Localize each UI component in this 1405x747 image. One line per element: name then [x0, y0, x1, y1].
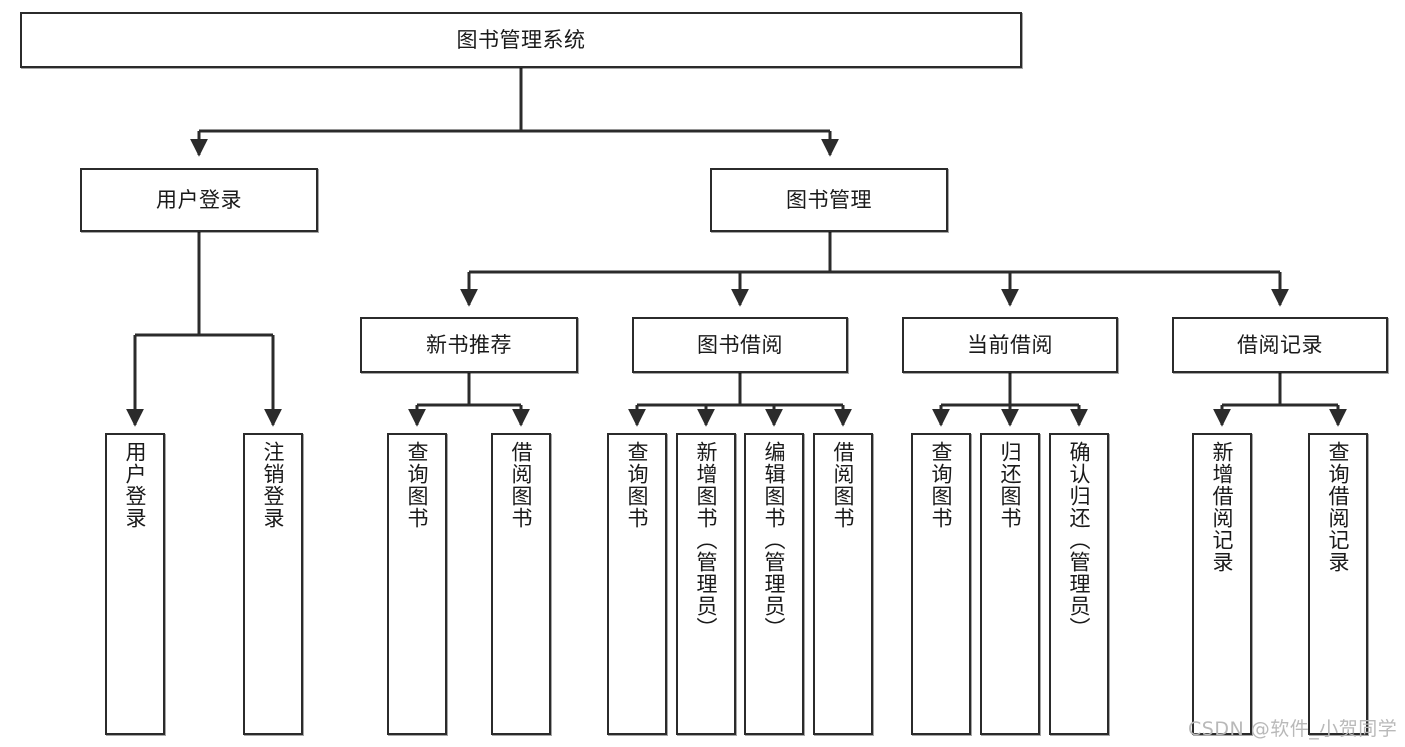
- node-root-system[interactable]: 图书管理系统: [20, 12, 1022, 68]
- node-label: 图书管理: [786, 187, 872, 212]
- leaf-newbook-borrow-book[interactable]: 借阅图书: [491, 433, 551, 735]
- node-label: 用户登录: [156, 187, 242, 212]
- leaf-borrow-borrow-book[interactable]: 借阅图书: [813, 433, 873, 735]
- leaf-logout[interactable]: 注销登录: [243, 433, 303, 735]
- leaf-current-return-book[interactable]: 归还图书: [980, 433, 1040, 735]
- node-label: 新增图书（管理员）: [694, 441, 719, 639]
- leaf-user-login[interactable]: 用户登录: [105, 433, 165, 735]
- node-label: 当前借阅: [967, 332, 1053, 357]
- leaf-borrow-edit-book-admin[interactable]: 编辑图书（管理员）: [744, 433, 804, 735]
- leaf-current-confirm-return-admin[interactable]: 确认归还（管理员）: [1049, 433, 1109, 735]
- watermark: CSDN @软件_小贺同学: [1188, 718, 1398, 740]
- node-label: 归还图书: [998, 441, 1023, 529]
- node-book-borrow[interactable]: 图书借阅: [632, 317, 848, 373]
- node-new-book-recommend[interactable]: 新书推荐: [360, 317, 578, 373]
- node-label: 新书推荐: [426, 332, 512, 357]
- node-label: 查询图书: [625, 441, 650, 529]
- node-label: 图书借阅: [697, 332, 783, 357]
- node-label: 新增借阅记录: [1210, 441, 1235, 573]
- leaf-newbook-query-book[interactable]: 查询图书: [387, 433, 447, 735]
- node-borrow-records[interactable]: 借阅记录: [1172, 317, 1388, 373]
- node-label: 借阅记录: [1237, 332, 1323, 357]
- node-label: 查询图书: [405, 441, 430, 529]
- node-book-management[interactable]: 图书管理: [710, 168, 948, 232]
- node-label: 用户登录: [123, 441, 148, 529]
- leaf-borrow-query-book[interactable]: 查询图书: [607, 433, 667, 735]
- node-label: 借阅图书: [831, 441, 856, 529]
- leaf-current-query-book[interactable]: 查询图书: [911, 433, 971, 735]
- node-label: 图书管理系统: [456, 27, 586, 52]
- node-label: 编辑图书（管理员）: [762, 441, 787, 639]
- node-label: 查询借阅记录: [1326, 441, 1351, 573]
- leaf-records-add-record[interactable]: 新增借阅记录: [1192, 433, 1252, 735]
- leaf-borrow-add-book-admin[interactable]: 新增图书（管理员）: [676, 433, 736, 735]
- node-label: 借阅图书: [509, 441, 534, 529]
- node-user-login[interactable]: 用户登录: [80, 168, 318, 232]
- leaf-records-query-record[interactable]: 查询借阅记录: [1308, 433, 1368, 735]
- node-label: 查询图书: [929, 441, 954, 529]
- node-current-borrow[interactable]: 当前借阅: [902, 317, 1118, 373]
- node-label: 确认归还（管理员）: [1067, 441, 1092, 639]
- node-label: 注销登录: [261, 441, 286, 529]
